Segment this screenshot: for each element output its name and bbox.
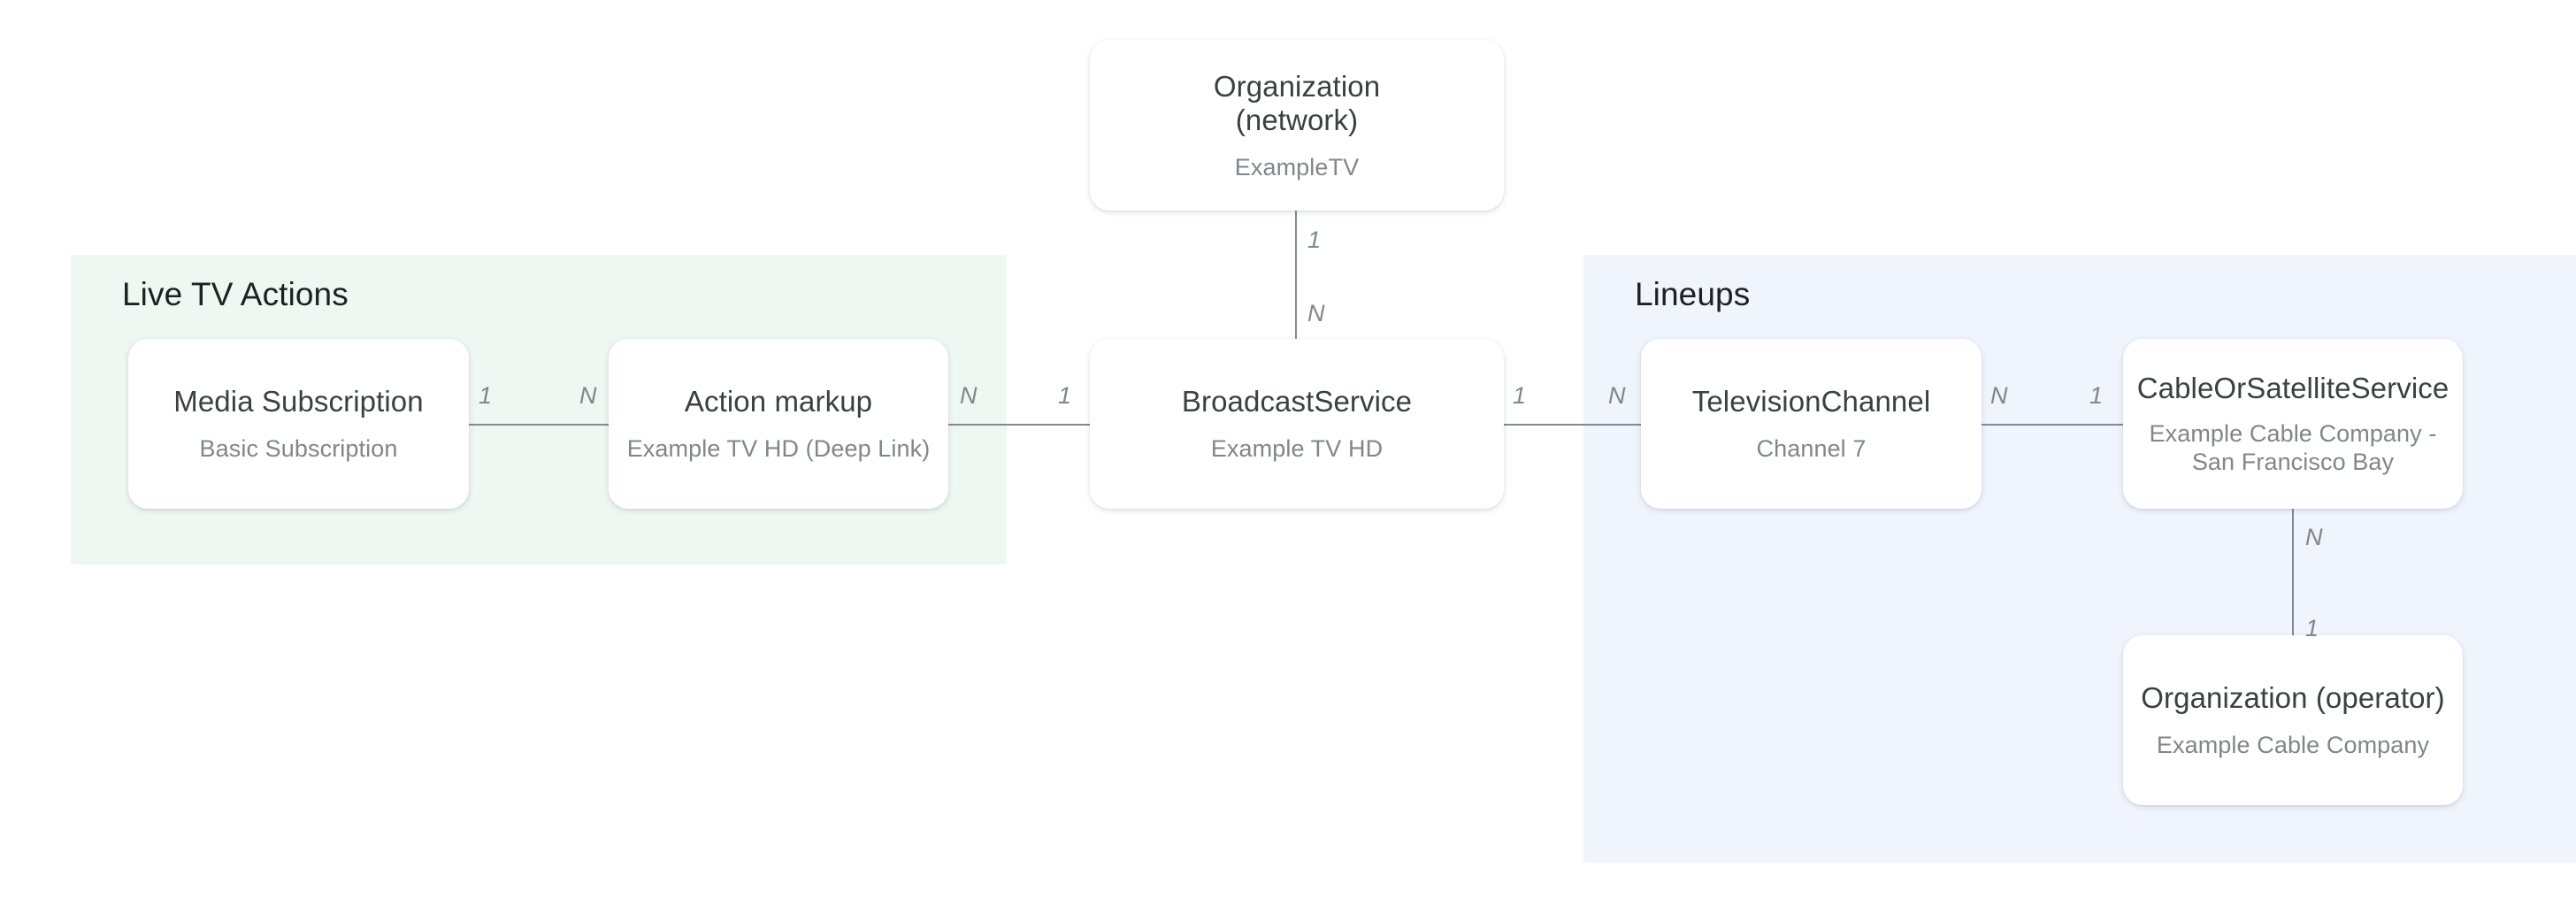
node-cable-or-satellite-service-title: CableOrSatelliteService: [2136, 372, 2450, 404]
node-org-network-subtitle: ExampleTV: [1234, 153, 1360, 180]
cardinality-cable-or-satellite-service-to-org-operator-from: N: [2305, 524, 2323, 550]
node-broadcast-service-title: BroadcastService: [1181, 385, 1413, 418]
cardinality-org-network-to-broadcast-service-to: N: [1307, 300, 1325, 326]
node-broadcast-service-subtitle: Example TV HD: [1210, 435, 1384, 462]
edge-media-subscription-to-action-markup: [467, 424, 610, 426]
node-media-subscription-title: Media Subscription: [173, 385, 424, 418]
cardinality-broadcast-service-to-television-channel-from: 1: [1513, 382, 1527, 409]
cardinality-action-markup-to-broadcast-service-to: 1: [1058, 382, 1072, 409]
edge-cable-or-satellite-service-to-org-operator: [2292, 509, 2294, 637]
node-action-markup-title: Action markup: [684, 385, 873, 418]
node-television-channel-subtitle: Channel 7: [1756, 435, 1867, 462]
cardinality-media-subscription-to-action-markup-to: N: [579, 382, 597, 409]
group-title-live-tv-actions: Live TV Actions: [122, 276, 349, 312]
cardinality-television-channel-to-cable-or-satellite-service-from: N: [1990, 382, 2008, 409]
node-org-operator[interactable]: Organization (operator) Example Cable Co…: [2123, 635, 2463, 805]
edge-television-channel-to-cable-or-satellite-service: [1980, 424, 2125, 426]
node-broadcast-service[interactable]: BroadcastService Example TV HD: [1090, 339, 1504, 509]
node-cable-or-satellite-service[interactable]: CableOrSatelliteService Example Cable Co…: [2123, 339, 2463, 509]
node-org-network-title-line2: (network): [1235, 103, 1359, 136]
edge-org-network-to-broadcast-service: [1295, 211, 1297, 341]
cardinality-media-subscription-to-action-markup-from: 1: [479, 382, 493, 409]
edge-broadcast-service-to-television-channel: [1502, 424, 1643, 426]
node-cable-or-satellite-service-subtitle: Example Cable Company - San Francisco Ba…: [2150, 419, 2437, 476]
node-org-operator-title: Organization (operator): [2141, 681, 2445, 714]
node-media-subscription-subtitle: Basic Subscription: [199, 435, 398, 462]
node-cable-or-satellite-service-subtitle-line2: San Francisco Bay: [2191, 449, 2395, 475]
node-org-network[interactable]: Organization (network) ExampleTV: [1090, 40, 1504, 211]
node-org-network-title-line1: Organization: [1213, 69, 1381, 103]
node-media-subscription[interactable]: Media Subscription Basic Subscription: [128, 339, 469, 509]
node-cable-or-satellite-service-subtitle-line1: Example Cable Company -: [2149, 420, 2437, 447]
node-television-channel-title: TelevisionChannel: [1691, 385, 1931, 418]
edge-action-markup-to-broadcast-service: [947, 424, 1092, 426]
cardinality-org-network-to-broadcast-service-from: 1: [1307, 226, 1322, 253]
cardinality-television-channel-to-cable-or-satellite-service-to: 1: [2089, 382, 2104, 409]
node-org-operator-subtitle: Example Cable Company: [2156, 732, 2430, 758]
cardinality-action-markup-to-broadcast-service-from: N: [960, 382, 978, 409]
node-action-markup[interactable]: Action markup Example TV HD (Deep Link): [609, 339, 948, 509]
group-title-lineups: Lineups: [1635, 276, 1751, 312]
cardinality-broadcast-service-to-television-channel-to: N: [1608, 382, 1626, 409]
cardinality-cable-or-satellite-service-to-org-operator-to: 1: [2305, 615, 2319, 641]
node-television-channel[interactable]: TelevisionChannel Channel 7: [1641, 339, 1982, 509]
node-action-markup-subtitle: Example TV HD (Deep Link): [626, 435, 931, 462]
node-org-network-title: Organization (network): [1214, 70, 1380, 137]
